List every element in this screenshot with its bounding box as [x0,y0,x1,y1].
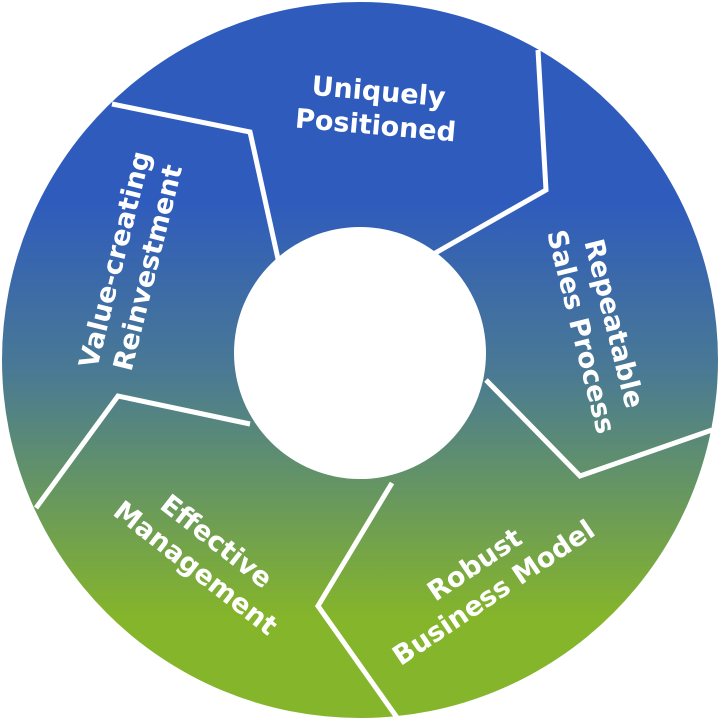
divider-robust-effective [315,481,401,721]
divider-uniquely-repeatable [428,49,549,259]
divider-value-uniquely [111,101,283,269]
center-circle [234,227,486,479]
segment-dividers [33,49,713,721]
divider-effective-value [33,393,251,510]
divider-repeatable-robust [484,378,713,479]
